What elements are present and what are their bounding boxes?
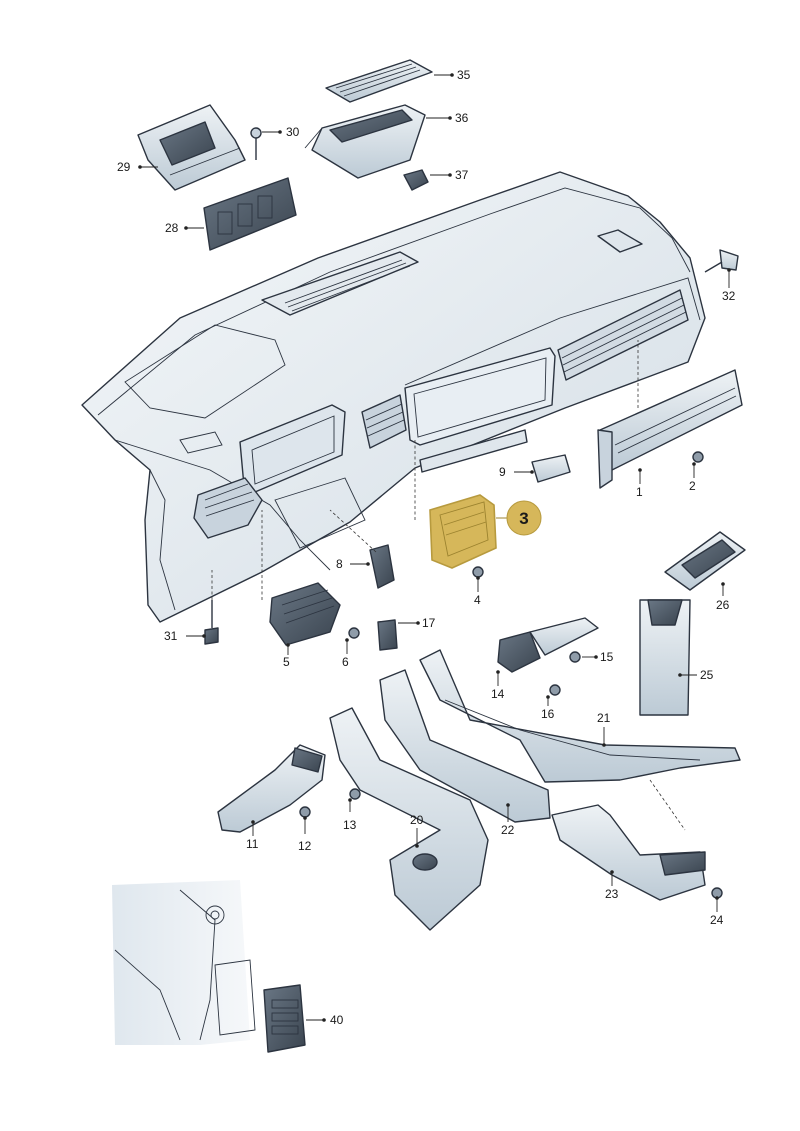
- label-16: 16: [541, 707, 555, 721]
- label-40: 40: [330, 1013, 344, 1027]
- part-21-duct: [419, 649, 741, 783]
- label-28: 28: [165, 221, 179, 235]
- part-2-screw: [692, 451, 704, 463]
- part-29-vent-frame: [137, 104, 246, 191]
- part-32-screw: [704, 249, 739, 273]
- callout-17: 17: [398, 616, 436, 630]
- label-13: 13: [343, 818, 357, 832]
- part-3-air-vent-highlighted: [429, 494, 497, 569]
- label-8: 8: [336, 557, 343, 571]
- part-9-sensor: [531, 454, 571, 483]
- callout-24: 24: [710, 896, 724, 927]
- label-2: 2: [689, 479, 696, 493]
- label-20: 20: [410, 813, 424, 827]
- callout-36: 36: [426, 111, 469, 125]
- label-24: 24: [710, 913, 724, 927]
- label-15: 15: [600, 650, 614, 664]
- right-dash-vent: [557, 289, 689, 381]
- callout-29: 29: [117, 160, 158, 174]
- callout-23: 23: [605, 870, 619, 901]
- label-26: 26: [716, 598, 730, 612]
- label-30: 30: [286, 125, 300, 139]
- callout-25: 25: [678, 668, 714, 682]
- part-13-screw: [349, 788, 361, 800]
- part-35-vent-grille: [325, 59, 433, 103]
- label-11: 11: [246, 837, 259, 851]
- callout-31: 31: [164, 629, 206, 643]
- callout-35: 35: [434, 68, 471, 82]
- callout-1: 1: [636, 468, 643, 499]
- part-37-clip: [403, 169, 429, 191]
- callout-32: 32: [722, 268, 736, 303]
- label-21: 21: [597, 711, 611, 725]
- callout-26: 26: [716, 582, 730, 612]
- label-31: 31: [164, 629, 178, 643]
- inset-view: [112, 880, 256, 1045]
- part-16-screw: [549, 684, 561, 696]
- callout-28: 28: [165, 221, 204, 235]
- callout-3: 3: [496, 500, 542, 536]
- callout-15: 15: [582, 650, 614, 664]
- callout-4: 4: [474, 576, 481, 607]
- label-5: 5: [283, 655, 290, 669]
- part-1-trim-strip: [597, 369, 743, 489]
- label-23: 23: [605, 887, 619, 901]
- part-5-air-vent: [269, 582, 341, 646]
- part-23-duct: [551, 804, 706, 901]
- assembly-leaders: [211, 340, 686, 831]
- part-30-screw: [250, 127, 262, 160]
- callout-22: 22: [501, 803, 515, 837]
- part-25-duct: [639, 599, 691, 716]
- callout-2: 2: [689, 462, 696, 493]
- callout-9: 9: [499, 465, 534, 479]
- callout-11: 11: [246, 820, 259, 851]
- part-12-screw: [299, 806, 311, 818]
- part-17-switch: [377, 619, 398, 651]
- callout-40: 40: [306, 1013, 344, 1027]
- part-20-duct: [329, 707, 489, 931]
- callout-13: 13: [343, 798, 357, 832]
- part-11-duct: [217, 744, 326, 833]
- label-3: 3: [519, 509, 528, 528]
- label-37: 37: [455, 168, 469, 182]
- part-40-air-vent: [263, 984, 306, 1053]
- part-36-vent-housing: [304, 104, 426, 179]
- dashboard-body: [81, 171, 706, 623]
- speaker-grille: [284, 259, 411, 312]
- label-29: 29: [117, 160, 131, 174]
- label-6: 6: [342, 655, 349, 669]
- part-22-duct: [379, 669, 551, 823]
- label-1: 1: [636, 485, 643, 499]
- label-25: 25: [700, 668, 714, 682]
- label-17: 17: [422, 616, 436, 630]
- callout-37: 37: [430, 168, 469, 182]
- part-4-screw: [472, 566, 484, 578]
- highlight-badge-3: [506, 500, 542, 536]
- label-32: 32: [722, 289, 736, 303]
- label-35: 35: [457, 68, 471, 82]
- callout-12: 12: [298, 816, 312, 853]
- label-4: 4: [474, 593, 481, 607]
- callout-14: 14: [491, 670, 505, 701]
- callout-30: 30: [262, 125, 300, 139]
- part-8-bracket: [369, 544, 395, 589]
- label-12: 12: [298, 839, 312, 853]
- label-9: 9: [499, 465, 506, 479]
- part-28-vent-grille: [203, 177, 297, 251]
- callout-8: 8: [336, 557, 370, 571]
- callout-5: 5: [283, 643, 290, 669]
- part-15-screw: [569, 651, 581, 663]
- callout-16: 16: [541, 695, 555, 721]
- part-31-screw: [204, 600, 219, 645]
- label-14: 14: [491, 687, 505, 701]
- label-22: 22: [501, 823, 515, 837]
- label-36: 36: [455, 111, 469, 125]
- part-14-vent-housing: [497, 617, 599, 673]
- part-26-vent: [664, 531, 746, 591]
- callout-20: 20: [410, 813, 424, 848]
- callout-21: 21: [597, 711, 611, 747]
- callout-6: 6: [342, 638, 349, 669]
- part-6-screw: [348, 627, 360, 639]
